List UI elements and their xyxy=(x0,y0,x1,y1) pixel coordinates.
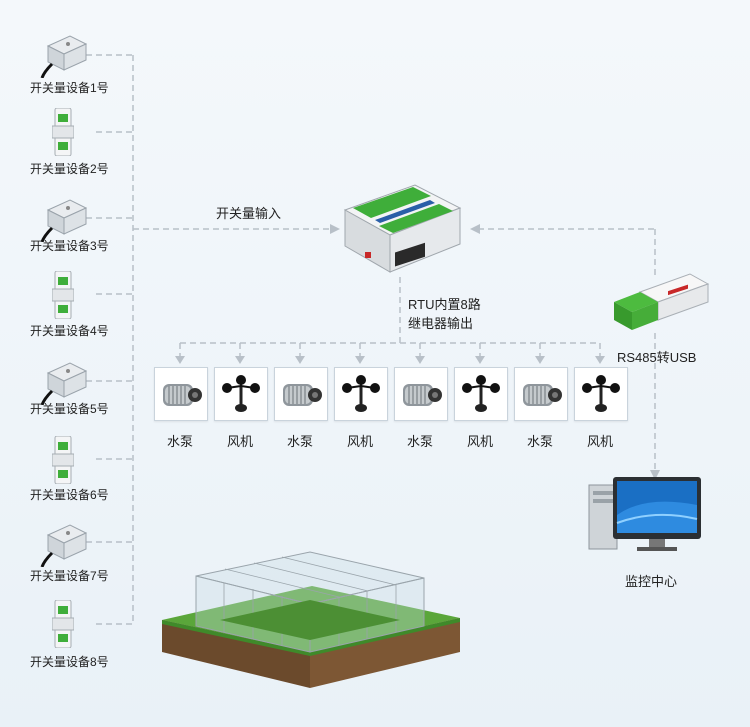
greenhouse-image xyxy=(160,548,462,708)
output-device-fan-1 xyxy=(214,367,268,421)
sensor-device-2 xyxy=(52,108,74,156)
output-device-fan-3 xyxy=(454,367,508,421)
output-device-pump-4 xyxy=(514,367,568,421)
sensor-device-1 xyxy=(40,28,90,78)
converter-label: RS485转USB xyxy=(617,350,697,365)
sensor-device-7 xyxy=(40,517,90,567)
anemometer-fan-icon xyxy=(462,375,500,412)
sensor-label-1: 开关量设备1号 xyxy=(30,81,109,95)
rtu-module xyxy=(335,180,465,280)
output-device-pump-1 xyxy=(154,367,208,421)
anemometer-fan-icon xyxy=(222,375,260,412)
water-pump-icon xyxy=(283,384,322,406)
rtu-label-line1: RTU内置8路 xyxy=(408,297,481,312)
sensor-label-4: 开关量设备4号 xyxy=(30,324,109,338)
input-label: 开关量输入 xyxy=(216,206,282,221)
output-label-6: 风机 xyxy=(467,434,494,449)
sensor-device-3 xyxy=(40,192,90,242)
sensor-device-8 xyxy=(52,600,74,648)
sensor-label-2: 开关量设备2号 xyxy=(30,162,109,176)
output-device-pump-3 xyxy=(394,367,448,421)
output-device-pump-2 xyxy=(274,367,328,421)
output-label-1: 水泵 xyxy=(167,434,194,449)
sensor-label-6: 开关量设备6号 xyxy=(30,488,109,502)
output-label-4: 风机 xyxy=(347,434,374,449)
water-pump-icon xyxy=(163,384,202,406)
monitor-computer xyxy=(585,475,705,557)
output-label-3: 水泵 xyxy=(287,434,314,449)
sensor-device-4 xyxy=(52,271,74,319)
rs485-usb-converter xyxy=(610,272,710,334)
water-pump-icon xyxy=(523,384,562,406)
sensor-label-5: 开关量设备5号 xyxy=(30,402,109,416)
sensor-device-5 xyxy=(40,355,90,405)
output-device-fan-4 xyxy=(574,367,628,421)
sensor-label-7: 开关量设备7号 xyxy=(30,569,109,583)
output-label-5: 水泵 xyxy=(407,434,434,449)
monitor-label: 监控中心 xyxy=(625,574,678,589)
water-pump-icon xyxy=(403,384,442,406)
output-label-8: 风机 xyxy=(587,434,614,449)
rtu-label-line2: 继电器输出 xyxy=(408,316,474,331)
sensor-label-3: 开关量设备3号 xyxy=(30,239,109,253)
output-label-7: 水泵 xyxy=(527,434,554,449)
output-label-2: 风机 xyxy=(227,434,254,449)
sensor-device-6 xyxy=(52,436,74,484)
anemometer-fan-icon xyxy=(582,375,620,412)
anemometer-fan-icon xyxy=(342,375,380,412)
sensor-label-8: 开关量设备8号 xyxy=(30,655,109,669)
output-device-fan-2 xyxy=(334,367,388,421)
